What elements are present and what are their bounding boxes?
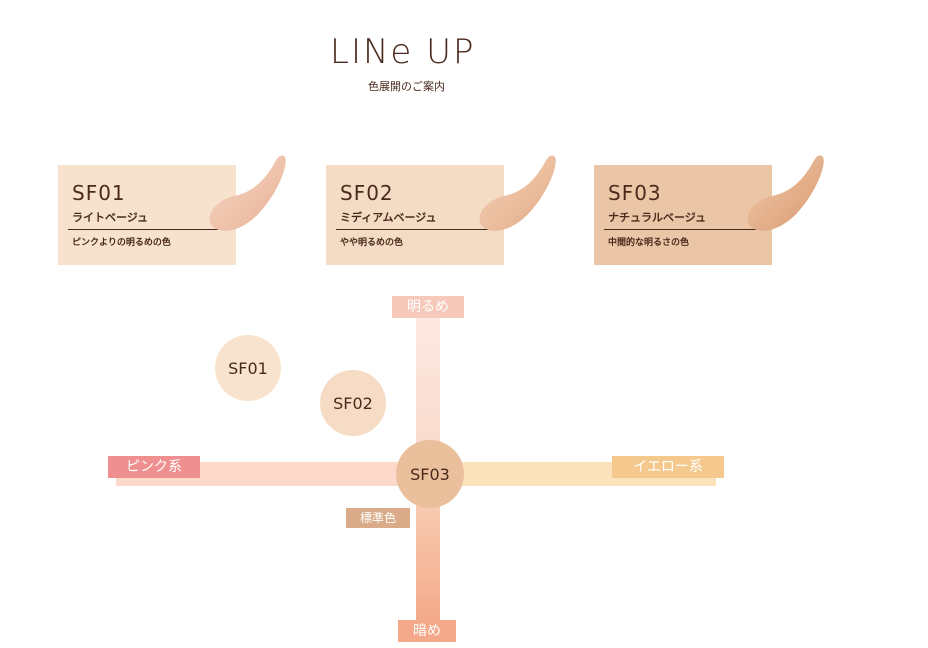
shade-point-sf02: SF02 [320, 370, 386, 436]
shade-card-sf03: SF03 ナチュラルベージュ 中間的な明るさの色 [594, 165, 772, 265]
shade-description: ピンクよりの明るめの色 [72, 238, 171, 248]
shade-name: ナチュラルベージュ [608, 211, 707, 224]
foundation-swatch-icon [209, 155, 286, 231]
point-label: SF01 [228, 358, 268, 378]
axis-label-dark: 暗め [398, 620, 456, 642]
shade-code: SF03 [608, 181, 662, 205]
shade-point-sf01: SF01 [215, 335, 281, 401]
point-label: SF03 [410, 464, 450, 484]
divider [68, 229, 226, 230]
shade-card-sf01: SF01 ライトベージュ ピンクよりの明るめの色 [58, 165, 236, 265]
shade-code: SF01 [72, 181, 126, 205]
axis-label-pink: ピンク系 [108, 456, 200, 478]
axis-label-light: 明るめ [392, 296, 464, 318]
shade-description: やや明るめの色 [340, 238, 404, 248]
axis-label-yellow: イエロー系 [612, 456, 724, 478]
page-title: LINe UP [330, 32, 476, 72]
shade-description: 中間的な明るさの色 [608, 238, 690, 248]
divider [604, 229, 762, 230]
foundation-swatch-icon [479, 155, 556, 231]
foundation-swatch-icon [747, 155, 824, 231]
standard-color-badge: 標準色 [346, 508, 410, 528]
page-subtitle: 色展開のご案内 [368, 80, 445, 93]
point-label: SF02 [333, 393, 373, 413]
shade-name: ミディアムベージュ [340, 211, 437, 224]
shade-code: SF02 [340, 181, 394, 205]
shade-card-sf02: SF02 ミディアムベージュ やや明るめの色 [326, 165, 504, 265]
divider [336, 229, 494, 230]
shade-name: ライトベージュ [72, 211, 149, 224]
shade-point-sf03: SF03 [396, 440, 464, 508]
